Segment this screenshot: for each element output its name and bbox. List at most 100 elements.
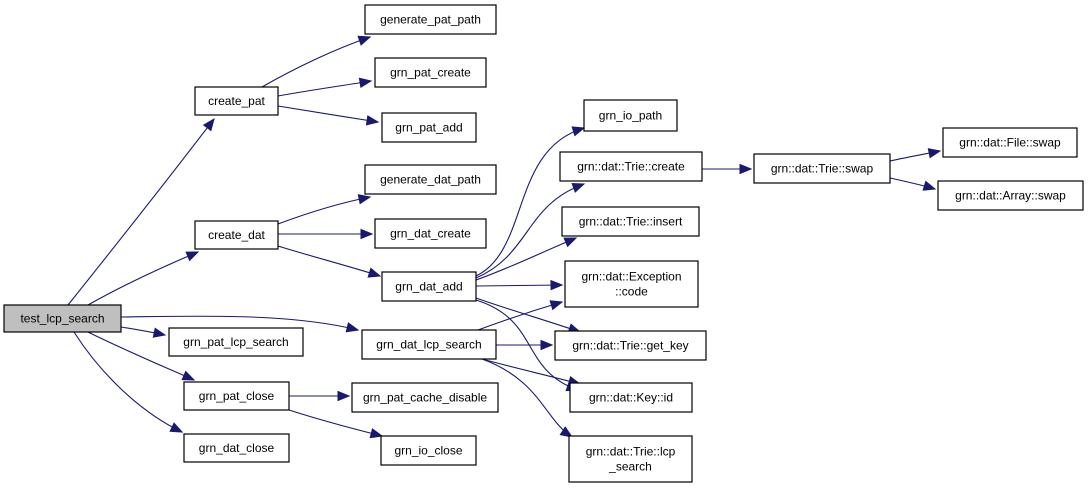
arrowhead-icon [369, 428, 384, 439]
node-grn-pat-create[interactable]: grn_pat_create [374, 57, 487, 88]
node-box[interactable] [168, 327, 304, 357]
node-trie-lcp-search[interactable]: grn::dat::Trie::lcp_search [568, 435, 693, 483]
edge-line [120, 315, 359, 331]
arrowhead-icon [549, 300, 564, 311]
edge-grn_dat_lcp_search-to-trie_lcp_search [481, 358, 574, 438]
edge-line [475, 297, 581, 333]
node-grn-pat-add[interactable]: grn_pat_add [381, 112, 477, 143]
node-label: grn_pat_cache_disable [363, 391, 487, 405]
node-box[interactable] [364, 164, 497, 195]
node-box[interactable] [3, 304, 122, 333]
node-box[interactable] [564, 260, 699, 308]
node-box[interactable] [568, 435, 693, 483]
edge-create_dat-to-grn_dat_add [277, 245, 382, 278]
arrowhead-icon [181, 370, 196, 381]
node-grn-dat-lcp-search[interactable]: grn_dat_lcp_search [361, 329, 497, 360]
node-label: grn::dat::Trie::create [577, 160, 685, 174]
edge-grn_dat_add-to-grn_io_path [475, 126, 586, 277]
node-label: grn_dat_close [199, 441, 275, 455]
node-box[interactable] [183, 381, 290, 411]
edge-test_lcp_search-to-create_dat [87, 251, 200, 306]
arrowhead-icon [540, 339, 554, 351]
node-generate-dat-path[interactable]: generate_dat_path [364, 164, 497, 195]
edge-grn_pat_close-to-grn_io_close [288, 409, 384, 439]
node-trie-get-key[interactable]: grn::dat::Trie::get_key [554, 330, 707, 361]
node-box[interactable] [381, 112, 477, 143]
node-grn-pat-lcp-search[interactable]: grn_pat_lcp_search [168, 327, 304, 357]
node-box[interactable] [583, 99, 678, 132]
edge-test_lcp_search-to-grn_dat_close [73, 331, 184, 433]
node-box[interactable] [554, 330, 707, 361]
node-label: grn_pat_create [390, 66, 471, 80]
node-box[interactable] [569, 382, 693, 413]
node-label: create_dat [208, 228, 265, 242]
edge-trie_create-to-trie_swap [702, 163, 753, 175]
node-create-dat[interactable]: create_dat [194, 220, 279, 250]
edge-grn_dat_add-to-trie_create [475, 183, 586, 279]
node-grn-io-close[interactable]: grn_io_close [380, 435, 477, 466]
arrowhead-icon [357, 194, 372, 205]
node-box[interactable] [381, 271, 477, 302]
node-box[interactable] [380, 435, 477, 466]
node-grn-dat-add[interactable]: grn_dat_add [381, 271, 477, 302]
node-box[interactable] [194, 220, 279, 250]
node-grn-pat-cache-disable[interactable]: grn_pat_cache_disable [351, 382, 499, 413]
edge-line [87, 331, 195, 381]
node-array-swap[interactable]: grn::dat::Array::swap [937, 180, 1084, 211]
edge-grn_dat_add-to-trie_insert [475, 237, 578, 281]
node-label: test_lcp_search [20, 312, 104, 326]
node-grn-dat-close[interactable]: grn_dat_close [183, 433, 290, 463]
edge-grn_dat_lcp_search-to-exception_code [477, 300, 564, 331]
node-label: grn_dat_create [390, 227, 471, 241]
node-create-pat[interactable]: create_pat [194, 86, 279, 116]
arrowhead-icon [345, 322, 360, 333]
node-box[interactable] [937, 180, 1084, 211]
node-generate-pat-path[interactable]: generate_pat_path [364, 4, 497, 35]
edge-test_lcp_search-to-grn_dat_lcp_search [120, 315, 360, 333]
node-label: generate_pat_path [380, 13, 481, 27]
node-box[interactable] [374, 57, 487, 88]
node-label: grn::dat::Trie::swap [771, 162, 874, 176]
edge-test_lcp_search-to-grn_pat_lcp_search [120, 326, 167, 338]
edge-line [475, 237, 577, 281]
edge-create_dat-to-grn_dat_create [278, 228, 374, 240]
node-exception-code[interactable]: grn::dat::Exception::code [564, 260, 699, 308]
node-key-id[interactable]: grn::dat::Key::id [569, 382, 693, 413]
edge-line [475, 127, 585, 277]
node-test-lcp-search[interactable]: test_lcp_search [3, 304, 122, 333]
node-label: grn::dat::Trie::lcp [586, 445, 676, 459]
edge-grn_dat_lcp_search-to-trie_get_key [496, 339, 554, 351]
node-box[interactable] [561, 206, 700, 237]
node-file-swap[interactable]: grn::dat::File::swap [942, 127, 1078, 158]
node-grn-io-path[interactable]: grn_io_path [583, 99, 678, 132]
node-trie-insert[interactable]: grn::dat::Trie::insert [561, 206, 700, 237]
node-grn-dat-create[interactable]: grn_dat_create [374, 218, 487, 249]
node-label: generate_dat_path [380, 173, 481, 187]
arrowhead-icon [571, 126, 586, 137]
node-box[interactable] [559, 151, 703, 182]
edge-line [288, 409, 383, 437]
edges-layer [67, 35, 942, 439]
node-box[interactable] [194, 86, 279, 116]
node-box[interactable] [942, 127, 1078, 158]
node-grn-pat-close[interactable]: grn_pat_close [183, 381, 290, 411]
edge-line [475, 183, 585, 279]
node-label: create_pat [208, 94, 265, 108]
arrowhead-icon [152, 327, 167, 338]
edge-grn_dat_add-to-exception_code [475, 279, 564, 291]
node-box[interactable] [183, 433, 290, 463]
node-label: grn_io_path [599, 109, 662, 123]
arrowhead-icon [358, 77, 373, 89]
node-box[interactable] [351, 382, 499, 413]
node-trie-create[interactable]: grn::dat::Trie::create [559, 151, 703, 182]
node-box[interactable] [364, 4, 497, 35]
edge-create_pat-to-grn_pat_add [277, 105, 380, 126]
node-label: grn::dat::Array::swap [955, 189, 1066, 203]
node-box[interactable] [361, 329, 497, 360]
node-box[interactable] [374, 218, 487, 249]
arrowhead-icon [337, 390, 351, 402]
node-trie-swap[interactable]: grn::dat::Trie::swap [753, 153, 891, 184]
edge-line [261, 36, 371, 88]
node-box[interactable] [753, 153, 891, 184]
